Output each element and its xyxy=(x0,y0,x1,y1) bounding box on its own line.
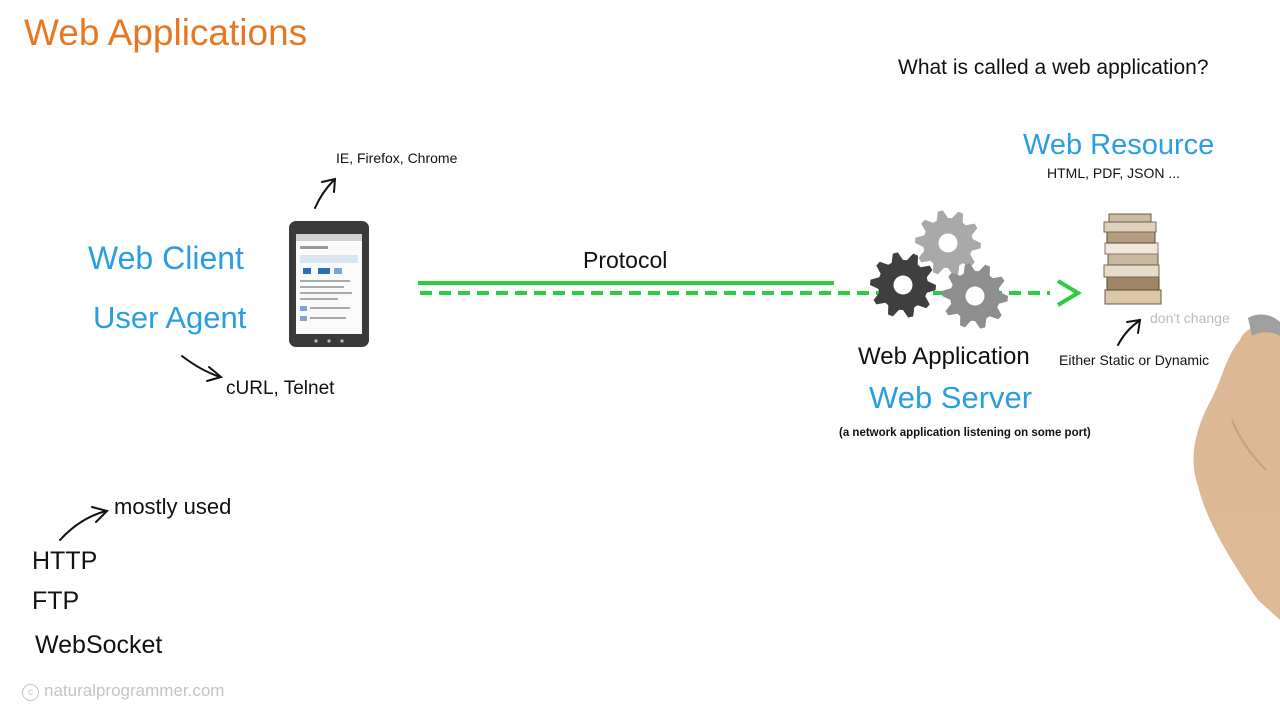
protocol-item-ftp: FTP xyxy=(32,587,80,615)
resource-type-note: Either Static or Dynamic xyxy=(1059,352,1210,368)
arrow-to-resource-note xyxy=(1117,318,1142,346)
protocol-label: Protocol xyxy=(583,247,668,273)
page-title: Web Applications xyxy=(24,12,308,53)
mostly-used-note: mostly used xyxy=(114,494,232,519)
server-note: (a network application listening on some… xyxy=(839,427,1091,439)
web-application-label: Web Application xyxy=(858,343,1030,370)
resource-formats: HTML, PDF, JSON ... xyxy=(1047,165,1181,181)
web-server-label: Web Server xyxy=(869,380,1033,415)
browsers-note: IE, Firefox, Chrome xyxy=(336,150,458,166)
copyright-icon: c xyxy=(22,684,39,701)
gear-right-hub xyxy=(965,286,985,306)
arrow-to-tools xyxy=(181,355,224,382)
web-resource-title: Web Resource xyxy=(1023,129,1215,161)
question-text: What is called a web application? xyxy=(898,56,1209,79)
tablet-icon xyxy=(289,221,369,347)
tools-note: cURL, Telnet xyxy=(226,378,335,399)
books-icon xyxy=(1103,213,1162,305)
gear-left-hub xyxy=(893,275,913,295)
web-client-label: Web Client xyxy=(88,240,244,276)
gear-top-hub xyxy=(938,233,958,253)
arrow-to-browsers xyxy=(314,177,337,209)
handwritten-note: don't change xyxy=(1150,310,1230,326)
line-arrowhead-icon xyxy=(1056,279,1082,307)
watermark-credit: c naturalprogrammer.com xyxy=(22,681,224,701)
protocol-item-http: HTTP xyxy=(32,547,98,575)
gears-icon xyxy=(870,210,1008,329)
user-agent-label: User Agent xyxy=(93,300,247,335)
credit-text: naturalprogrammer.com xyxy=(44,681,225,700)
arrow-to-mostly-used xyxy=(59,506,109,541)
presenter-hand xyxy=(1193,314,1280,620)
protocol-item-websocket: WebSocket xyxy=(35,631,163,659)
